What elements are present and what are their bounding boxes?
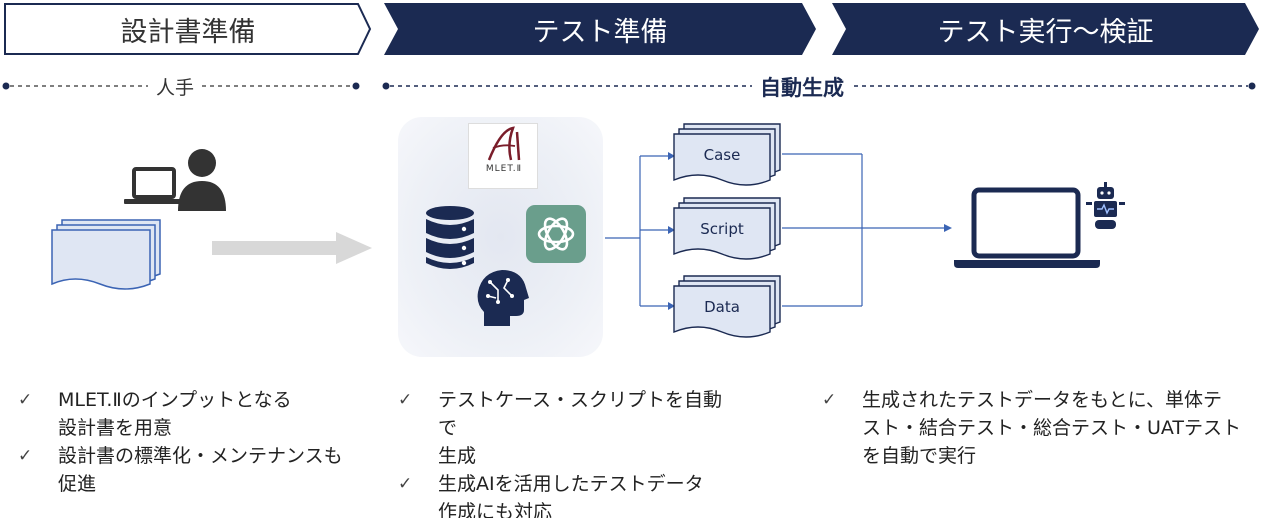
bullet-item: ✓ 生成AIを活用したテストデータ作成にも対応: [398, 470, 738, 518]
document-label-case: Case: [703, 146, 741, 164]
bullet-line: 生成AIを活用したテストデータ: [438, 473, 704, 495]
document-stack-data-icon: [673, 275, 781, 338]
bullet-line: を自動で実行: [862, 445, 977, 467]
document-label-script: Script: [700, 220, 744, 238]
laptop-icon: [954, 187, 1100, 268]
document-label-data: Data: [704, 298, 740, 316]
logo-text: MLET.Ⅱ: [485, 164, 523, 174]
phase-header-test-exec: テスト実行～検証: [832, 3, 1259, 55]
bullet-list-test-exec: ✓ 生成されたテストデータをもとに、単体テスト・結合テスト・総合テスト・UATテス…: [822, 386, 1242, 470]
bullet-item: ✓ 生成されたテストデータをもとに、単体テスト・結合テスト・総合テスト・UATテス…: [822, 386, 1242, 470]
mlet-logo: MLET.Ⅱ: [468, 123, 538, 189]
document-stack-case-icon: [673, 123, 781, 186]
ai-script-logo-icon: [487, 126, 521, 161]
bullet-list-design-prep: ✓ MLET.Ⅱのインプットとなる設計書を用意 ✓ 設計書の標準化・メンテナンスも促進: [18, 386, 378, 498]
bullet-line: 設計書を用意: [58, 417, 173, 439]
bullet-item: ✓ 設計書の標準化・メンテナンスも促進: [18, 442, 378, 498]
bullet-line: 生成: [438, 445, 477, 467]
connector-lines: [605, 152, 952, 310]
ai-brain-head-icon: [477, 270, 529, 326]
phase-label: 設計書準備: [120, 16, 256, 48]
bullet-line: 作成にも対応: [438, 501, 553, 518]
document-stack-script-icon: [673, 197, 781, 260]
timeline-label-automatic: 自動生成: [752, 72, 852, 102]
chevron-filled-shape: [384, 3, 816, 55]
robot-icon: [1086, 182, 1125, 229]
bullet-item: ✓ テストケース・スクリプトを自動で生成: [398, 386, 738, 470]
phase-header-design-prep: 設計書準備: [4, 3, 372, 55]
bullet-line: スト・結合テスト・総合テスト・UATテスト: [862, 417, 1242, 439]
bullet-line: 設計書の標準化・メンテナンスも: [58, 445, 343, 467]
bullet-list-test-prep: ✓ テストケース・スクリプトを自動で生成 ✓ 生成AIを活用したテストデータ作成にも対…: [398, 386, 738, 518]
person-at-computer-icon: [124, 149, 226, 211]
check-icon: ✓: [398, 474, 413, 494]
bullet-line: 生成されたテストデータをもとに、単体テ: [862, 389, 1223, 411]
database-icon: [426, 206, 474, 269]
bullet-item: ✓ MLET.Ⅱのインプットとなる設計書を用意: [18, 386, 378, 442]
bullet-line: MLET.Ⅱのインプットとなる: [58, 389, 292, 411]
check-icon: ✓: [18, 446, 33, 466]
chevron-outline-shape: [4, 3, 372, 55]
generative-ai-box: [526, 205, 586, 263]
phase-header-test-prep: テスト準備: [384, 3, 816, 55]
design-documents-icon: [51, 219, 161, 290]
check-icon: ✓: [822, 390, 837, 410]
check-icon: ✓: [398, 390, 413, 410]
check-icon: ✓: [18, 390, 33, 410]
chevron-filled-shape: [832, 3, 1259, 55]
phase-label: テスト準備: [532, 16, 668, 48]
flow-arrow-icon: [212, 232, 372, 264]
openai-knot-icon: [537, 217, 575, 251]
bullet-line: 促進: [58, 473, 97, 495]
bullet-line: テストケース・スクリプトを自動で: [438, 389, 723, 439]
phase-label: テスト実行～検証: [937, 16, 1154, 48]
timeline-label-manual: 人手: [148, 73, 203, 100]
